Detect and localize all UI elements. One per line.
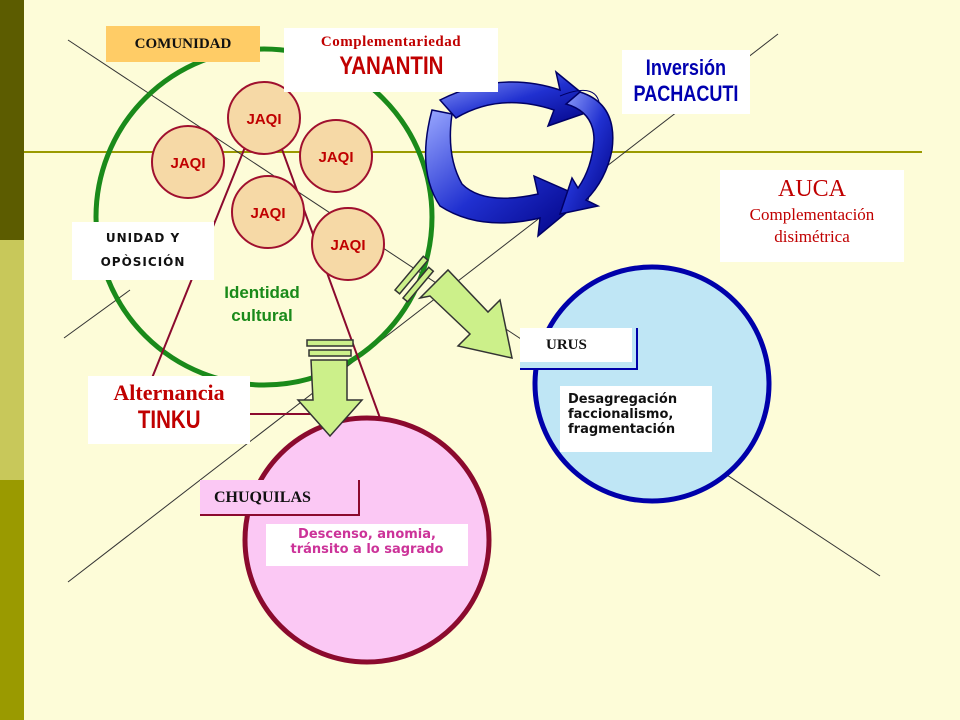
auca-box: AUCA Complementación disimétrica: [720, 170, 904, 262]
sidebar-band-top: [0, 0, 24, 240]
comunidad-label: COMUNIDAD: [134, 36, 232, 52]
identidad-label: Identidad: [224, 283, 300, 302]
inversion-label: Inversión: [645, 55, 727, 80]
comunidad-box: COMUNIDAD: [106, 26, 260, 62]
sidebar-band-middle: [0, 240, 24, 480]
pachacuti-label: PACHACUTI: [633, 81, 739, 106]
alternancia-label: Alternancia: [113, 380, 225, 405]
desagregacion-label: Desagregación: [568, 392, 678, 407]
complementariedad-label: Complementariedad: [320, 34, 462, 50]
diagonal-line-short: [63, 289, 131, 339]
sidebar-band-bottom: [0, 480, 24, 720]
tinku-label: TINKU: [137, 406, 201, 434]
jaqi-circle-1: [227, 81, 301, 155]
jaqi-circle-4: [231, 175, 305, 249]
pachacuti-box: Inversión PACHACUTI: [622, 50, 750, 114]
yanantin-label: YANANTIN: [338, 52, 444, 80]
oposicion-label: OPÒSICIÓN: [100, 255, 186, 269]
jaqi-label-5: JAQI: [330, 237, 365, 254]
descenso-box: Descenso, anomia, tránsito a lo sagrado: [266, 524, 468, 566]
comunidad-circle: [93, 46, 435, 388]
complementacion-label: Complementación: [749, 205, 875, 224]
chuquilas-box: CHUQUILAS: [200, 480, 360, 516]
urus-label: URUS: [546, 337, 587, 353]
unidad-label: UNIDAD Y: [105, 231, 181, 245]
arrow-to-chuquilas: [296, 339, 364, 438]
urus-box: URUS: [520, 328, 638, 370]
yanantin-box: Complementariedad YANANTIN: [284, 28, 498, 92]
unidad-oposicion-box: UNIDAD Y OPÒSICIÓN: [72, 222, 214, 280]
faccionalismo-label: faccionalismo,: [568, 407, 674, 422]
cultural-label: cultural: [231, 306, 292, 325]
jaqi-group: JAQI JAQI JAQI JAQI JAQI: [151, 81, 385, 281]
jaqi-label-2: JAQI: [170, 155, 205, 172]
jaqi-label-3: JAQI: [318, 149, 353, 166]
descenso-label: Descenso, anomia,: [298, 527, 436, 542]
arrow-to-urus: [393, 255, 513, 359]
chuquilas-label: CHUQUILAS: [214, 489, 311, 506]
jaqi-circle-2: [151, 125, 225, 199]
desagregacion-box: Desagregación faccionalismo, fragmentaci…: [560, 386, 712, 452]
urus-circle: [532, 264, 772, 504]
jaqi-label-1: JAQI: [246, 111, 281, 128]
diagonal-line-long: [67, 33, 779, 583]
transito-label: tránsito a lo sagrado: [290, 542, 444, 557]
jaqi-label-4: JAQI: [250, 205, 285, 222]
cycle-arrows-icon: [424, 70, 614, 238]
jaqi-circle-3: [299, 119, 373, 193]
auca-label: AUCA: [777, 176, 846, 202]
tinku-box: Alternancia TINKU: [88, 376, 250, 444]
fragmentacion-label: fragmentación: [568, 422, 676, 437]
disimetrica-label: disimétrica: [774, 227, 850, 246]
jaqi-circle-5: [311, 207, 385, 281]
